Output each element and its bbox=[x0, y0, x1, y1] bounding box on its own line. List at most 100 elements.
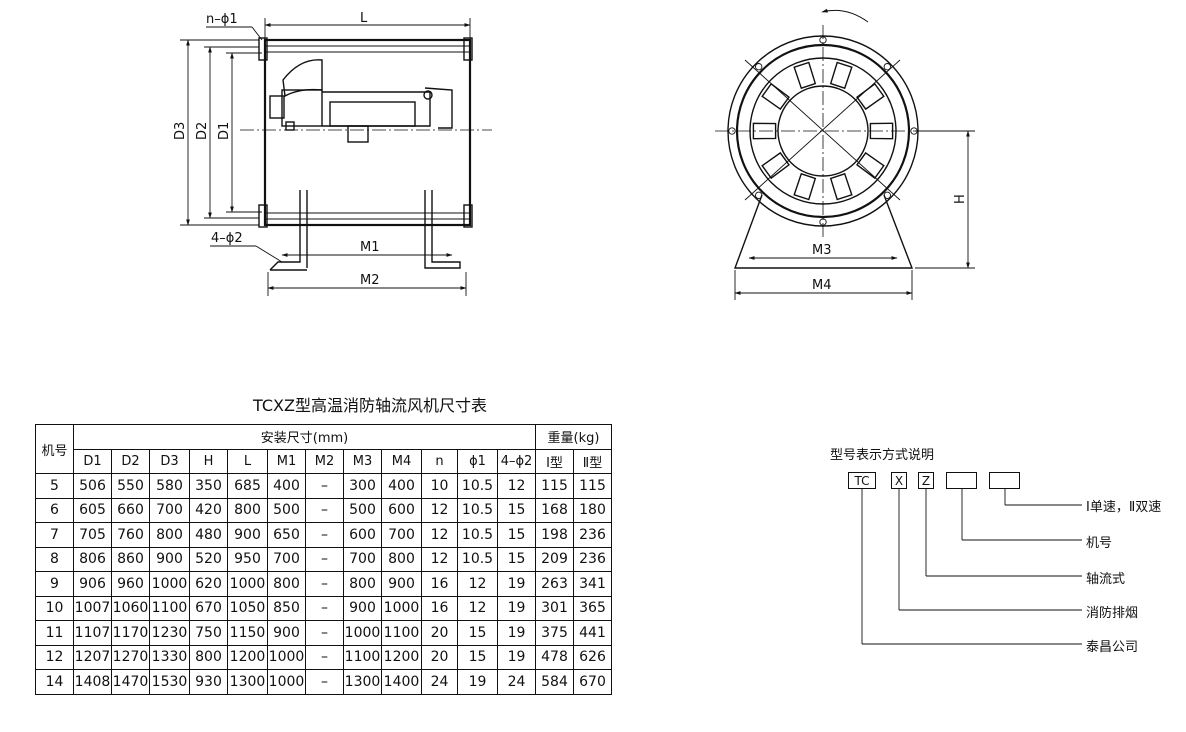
table-cell: 19 bbox=[497, 595, 536, 621]
table-cell: 180 bbox=[573, 497, 612, 523]
blade bbox=[856, 82, 885, 111]
table-cell: 14 bbox=[35, 669, 74, 695]
table-cell: 12 bbox=[421, 522, 458, 548]
table-cell: 20 bbox=[421, 644, 458, 670]
table-cell: 1207 bbox=[73, 644, 112, 670]
table-cell: 1007 bbox=[73, 595, 112, 621]
subheader-cell: H bbox=[189, 448, 228, 474]
table-cell: 584 bbox=[535, 669, 574, 695]
front-view: H M3 M4 bbox=[715, 8, 975, 300]
table-cell: 670 bbox=[573, 669, 612, 695]
table-cell: 19 bbox=[457, 669, 498, 695]
label-H: H bbox=[953, 194, 968, 204]
table-cell: 1150 bbox=[227, 620, 268, 646]
subheader-cell: ϕ1 bbox=[457, 448, 498, 474]
table-cell: 900 bbox=[381, 571, 422, 597]
table-cell: 300 bbox=[343, 473, 382, 499]
table-cell: 1000 bbox=[267, 669, 306, 695]
subheader-cell: M4 bbox=[381, 448, 422, 474]
table-cell: 350 bbox=[189, 473, 228, 499]
table-cell: 12 bbox=[421, 546, 458, 572]
table-cell: 24 bbox=[421, 669, 458, 695]
table-cell: 600 bbox=[381, 497, 422, 523]
label-n-phi1: n–ϕ1 bbox=[206, 12, 238, 27]
legend-box-axial: Z bbox=[918, 472, 934, 489]
blade bbox=[752, 122, 777, 140]
table-cell: 800 bbox=[227, 497, 268, 523]
table-cell: 400 bbox=[381, 473, 422, 499]
table-cell: 800 bbox=[381, 546, 422, 572]
blade bbox=[869, 122, 894, 140]
table-cell: 115 bbox=[535, 473, 574, 499]
right-leg bbox=[424, 190, 461, 269]
legend-box-company: TC bbox=[848, 472, 876, 489]
hub bbox=[281, 89, 323, 127]
table-cell: 1100 bbox=[149, 595, 190, 621]
motor-support bbox=[322, 91, 431, 127]
table-cell: 263 bbox=[535, 571, 574, 597]
table-cell: 806 bbox=[73, 546, 112, 572]
rotation-arrow bbox=[821, 8, 869, 23]
hub-nose bbox=[269, 95, 285, 119]
table-cell: 10 bbox=[421, 473, 458, 499]
blade bbox=[793, 172, 817, 201]
table-cell: 16 bbox=[421, 571, 458, 597]
subheader-cell: 4–ϕ2 bbox=[497, 448, 536, 474]
table-cell: 365 bbox=[573, 595, 612, 621]
blade bbox=[829, 61, 853, 90]
table-cell: – bbox=[305, 522, 344, 548]
table-cell: 478 bbox=[535, 644, 574, 670]
casing-outline bbox=[263, 38, 472, 227]
left-flange-bottom bbox=[258, 204, 268, 228]
table-cell: 700 bbox=[343, 546, 382, 572]
bolt-hole bbox=[883, 191, 891, 199]
blade bbox=[793, 61, 817, 90]
table-cell: – bbox=[305, 644, 344, 670]
table-cell: 375 bbox=[535, 620, 574, 646]
label-D1: D1 bbox=[217, 122, 232, 140]
table-cell: – bbox=[305, 571, 344, 597]
table-cell: 850 bbox=[267, 595, 306, 621]
label-M4: M4 bbox=[812, 278, 832, 293]
legend-item-speed: Ⅰ单速，Ⅱ双速 bbox=[1086, 500, 1162, 515]
table-cell: 550 bbox=[111, 473, 150, 499]
table-cell: 660 bbox=[111, 497, 150, 523]
table-cell: 600 bbox=[343, 522, 382, 548]
table-cell: – bbox=[305, 620, 344, 646]
table-cell: – bbox=[305, 473, 344, 499]
blade bbox=[856, 151, 885, 180]
subheader-cell: D2 bbox=[111, 448, 150, 474]
right-flange-top bbox=[463, 37, 473, 61]
table-cell: 1330 bbox=[149, 644, 190, 670]
table-cell: 16 bbox=[421, 595, 458, 621]
legend-box-smoke: X bbox=[891, 472, 907, 489]
table-cell: 580 bbox=[149, 473, 190, 499]
subheader-cell: M2 bbox=[305, 448, 344, 474]
table-cell: 12 bbox=[457, 595, 498, 621]
table-cell: 1408 bbox=[73, 669, 112, 695]
table-cell: 480 bbox=[189, 522, 228, 548]
table-group-header-row: 机号 安装尺寸(mm) 重量(kg) bbox=[35, 424, 612, 474]
table-cell: 620 bbox=[189, 571, 228, 597]
table-cell: 626 bbox=[573, 644, 612, 670]
table-cell: 1530 bbox=[149, 669, 190, 695]
support-strut bbox=[424, 87, 453, 129]
table-cell: 650 bbox=[267, 522, 306, 548]
table-cell: 10 bbox=[35, 595, 74, 621]
label-D3: D3 bbox=[173, 122, 188, 140]
legend-box-machine-no bbox=[946, 472, 977, 489]
impeller-blades bbox=[752, 61, 894, 201]
table-cell: 906 bbox=[73, 571, 112, 597]
bolt-hole bbox=[883, 63, 891, 71]
table-cell: 1270 bbox=[111, 644, 150, 670]
table-cell: 441 bbox=[573, 620, 612, 646]
table-cell: 700 bbox=[149, 497, 190, 523]
table-title: TCXZ型高温消防轴流风机尺寸表 bbox=[253, 396, 487, 415]
table-cell: 1300 bbox=[343, 669, 382, 695]
